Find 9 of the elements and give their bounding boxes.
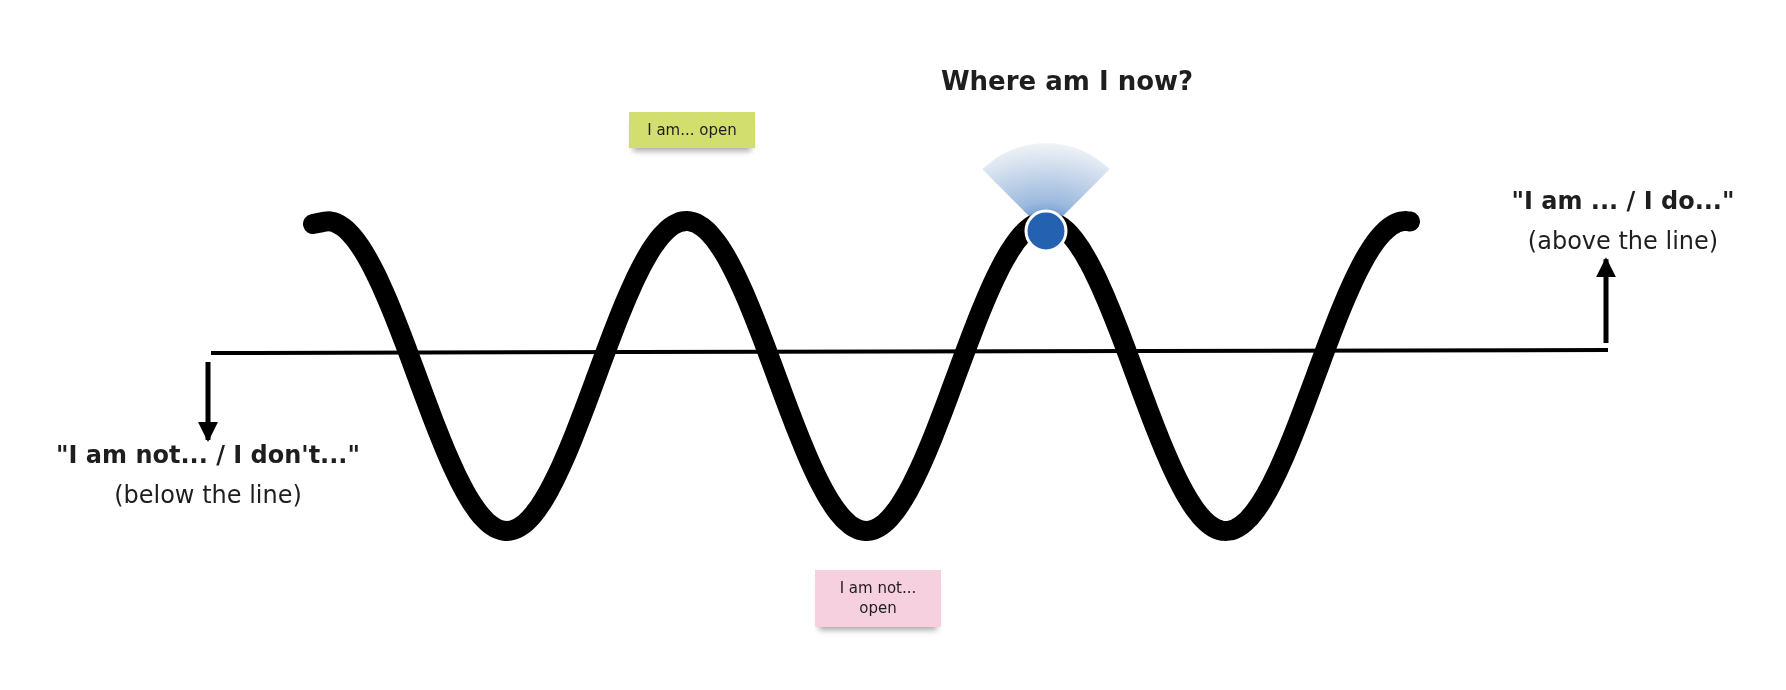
arrow — [1596, 257, 1616, 343]
question-heading: Where am I now? — [940, 66, 1194, 96]
statement-note: (below the line) — [113, 480, 303, 512]
statement-heading: "I am not... / I don't..." — [55, 440, 361, 471]
statement-note: (above the line) — [1526, 226, 1720, 258]
sticky-note: I am... open — [629, 112, 755, 149]
statement-heading: "I am ... / I do..." — [1510, 186, 1736, 217]
sticky-note: I am not... open — [815, 570, 941, 627]
arrow — [198, 362, 218, 442]
